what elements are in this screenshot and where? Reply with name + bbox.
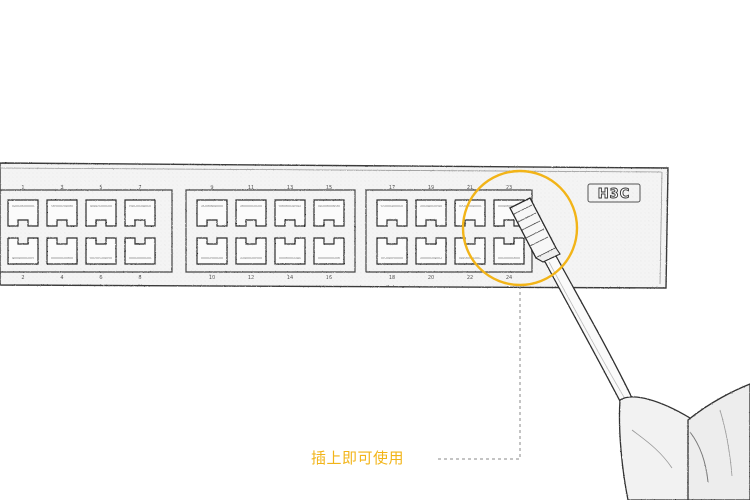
port-number-label: 1 xyxy=(21,185,24,191)
port-number-label: 22 xyxy=(467,275,473,281)
port-bottom xyxy=(415,237,447,265)
port-number-label: 10 xyxy=(209,275,215,281)
brand-logo: H3C xyxy=(587,183,641,203)
port-number-label: 12 xyxy=(248,275,254,281)
brand-logo-text: H3C xyxy=(598,187,630,202)
port-bottom xyxy=(124,237,156,265)
port-top xyxy=(376,199,408,227)
port-number-label: 3 xyxy=(60,185,63,191)
port-number-label: 17 xyxy=(389,185,395,191)
port-number-label: 19 xyxy=(428,185,434,191)
port-group-frame xyxy=(185,189,356,273)
port-bottom xyxy=(85,237,117,265)
port-number-label: 9 xyxy=(210,185,213,191)
port-top xyxy=(415,199,447,227)
port-number-label: 5 xyxy=(99,185,102,191)
port-number-label: 7 xyxy=(138,185,141,191)
port-number-label: 11 xyxy=(248,185,254,191)
highlight-circle xyxy=(461,169,579,287)
rj45-plug xyxy=(509,197,561,263)
callout-leader-line xyxy=(436,286,521,460)
port-bottom xyxy=(493,237,525,265)
port-group-frame xyxy=(0,189,173,273)
port-number-label: 6 xyxy=(99,275,102,281)
hand-sketch xyxy=(618,383,750,500)
port-top xyxy=(274,199,306,227)
port-top xyxy=(196,199,228,227)
port-number-label: 24 xyxy=(506,275,512,281)
port-number-label: 21 xyxy=(467,185,473,191)
port-number-label: 15 xyxy=(326,185,332,191)
callout-label: 插上即可使用 xyxy=(311,449,405,467)
port-number-label: 4 xyxy=(60,275,63,281)
port-number-label: 16 xyxy=(326,275,332,281)
port-top xyxy=(85,199,117,227)
port-bottom xyxy=(376,237,408,265)
port-bottom xyxy=(196,237,228,265)
port-top xyxy=(313,199,345,227)
port-top xyxy=(7,199,39,227)
port-number-label: 18 xyxy=(389,275,395,281)
port-top xyxy=(124,199,156,227)
port-bottom xyxy=(313,237,345,265)
port-top xyxy=(46,199,78,227)
port-number-label: 20 xyxy=(428,275,434,281)
port-number-label: 13 xyxy=(287,185,293,191)
port-number-label: 2 xyxy=(21,275,24,281)
port-bottom xyxy=(274,237,306,265)
port-bottom xyxy=(46,237,78,265)
port-number-label: 8 xyxy=(138,275,141,281)
port-top xyxy=(235,199,267,227)
port-bottom xyxy=(235,237,267,265)
port-number-label: 23 xyxy=(506,185,512,191)
port-bottom xyxy=(7,237,39,265)
port-number-label: 14 xyxy=(287,275,293,281)
